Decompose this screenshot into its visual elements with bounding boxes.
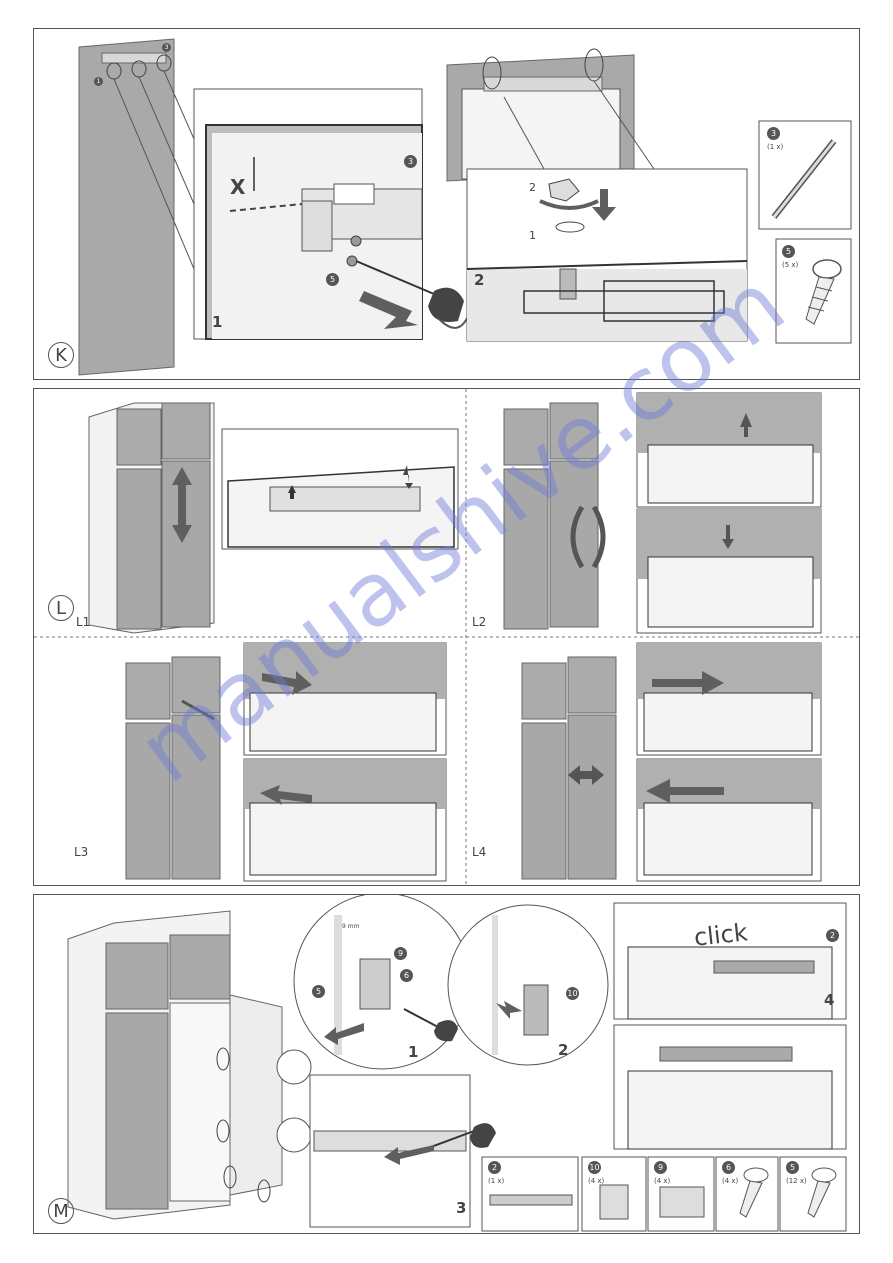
m-badge-2: 2 — [826, 929, 839, 942]
section-letter-l: L — [48, 595, 74, 621]
m-part-badge-2: 2 — [488, 1161, 501, 1174]
k-step-1: 1 — [212, 313, 223, 331]
k-x-label: X — [230, 175, 246, 199]
section-k-illustration — [78, 38, 852, 376]
m-part-qty-5: (12 x) — [786, 1177, 807, 1185]
m-step-4: 4 — [824, 991, 835, 1009]
l2-cabinet — [503, 402, 606, 630]
k-nut-step-2: 2 — [529, 181, 536, 194]
m-badge-9: 9 — [394, 947, 407, 960]
k-part-badge-5: 5 — [782, 245, 795, 258]
m-part-qty-2: (1 x) — [488, 1177, 505, 1185]
m-click-text: click — [692, 918, 749, 952]
m-part-badge-5: 5 — [786, 1161, 799, 1174]
k-badge-bracket: 3 — [404, 155, 417, 168]
l-substep-l3: L3 — [74, 845, 89, 859]
m-badge-5: 5 — [312, 985, 325, 998]
m-step-2: 2 — [558, 1041, 569, 1059]
l4-cabinet — [521, 656, 617, 880]
m-badge-6: 6 — [400, 969, 413, 982]
section-m-panel: M 1 2 3 4 9 mm click 9 6 5 10 2 2 (1 x) … — [33, 894, 860, 1234]
m-badge-10: 10 — [566, 987, 579, 1000]
section-k-panel: K 1 2 X 2 1 3 5 1 3 3 (1 x) 5 (5 x) — [33, 28, 860, 380]
m-step-1: 1 — [408, 1043, 419, 1061]
l3-cabinet — [125, 656, 221, 880]
m-part-badge-6: 6 — [722, 1161, 735, 1174]
section-l-illustration — [34, 389, 861, 887]
m-part-qty-9: (4 x) — [654, 1177, 671, 1185]
l1-cabinet — [88, 402, 215, 634]
k-badge-1: 1 — [94, 77, 103, 86]
k-badge-screw: 5 — [326, 273, 339, 286]
section-letter-k: K — [48, 342, 74, 368]
k-badge-3: 3 — [162, 43, 171, 52]
l-substep-l2: L2 — [472, 615, 487, 629]
k-part-badge-3: 3 — [767, 127, 780, 140]
k-step-2: 2 — [474, 271, 485, 289]
k-part-qty-5: (5 x) — [782, 261, 799, 269]
m-mm-label: 9 mm — [342, 923, 360, 930]
section-m-illustration — [67, 895, 847, 1232]
section-letter-m: M — [48, 1198, 74, 1224]
m-part-badge-9: 9 — [654, 1161, 667, 1174]
k-part-qty-3: (1 x) — [767, 143, 784, 151]
l-substep-l4: L4 — [472, 845, 487, 859]
l-substep-l1: L1 — [76, 615, 91, 629]
section-l-panel: L L1 L2 L3 L4 — [33, 388, 861, 887]
k-nut-step-1: 1 — [529, 229, 536, 242]
m-part-badge-10: 10 — [588, 1161, 601, 1174]
m-part-qty-6: (4 x) — [722, 1177, 739, 1185]
m-step-3: 3 — [456, 1199, 467, 1217]
m-part-qty-10: (4 x) — [588, 1177, 605, 1185]
